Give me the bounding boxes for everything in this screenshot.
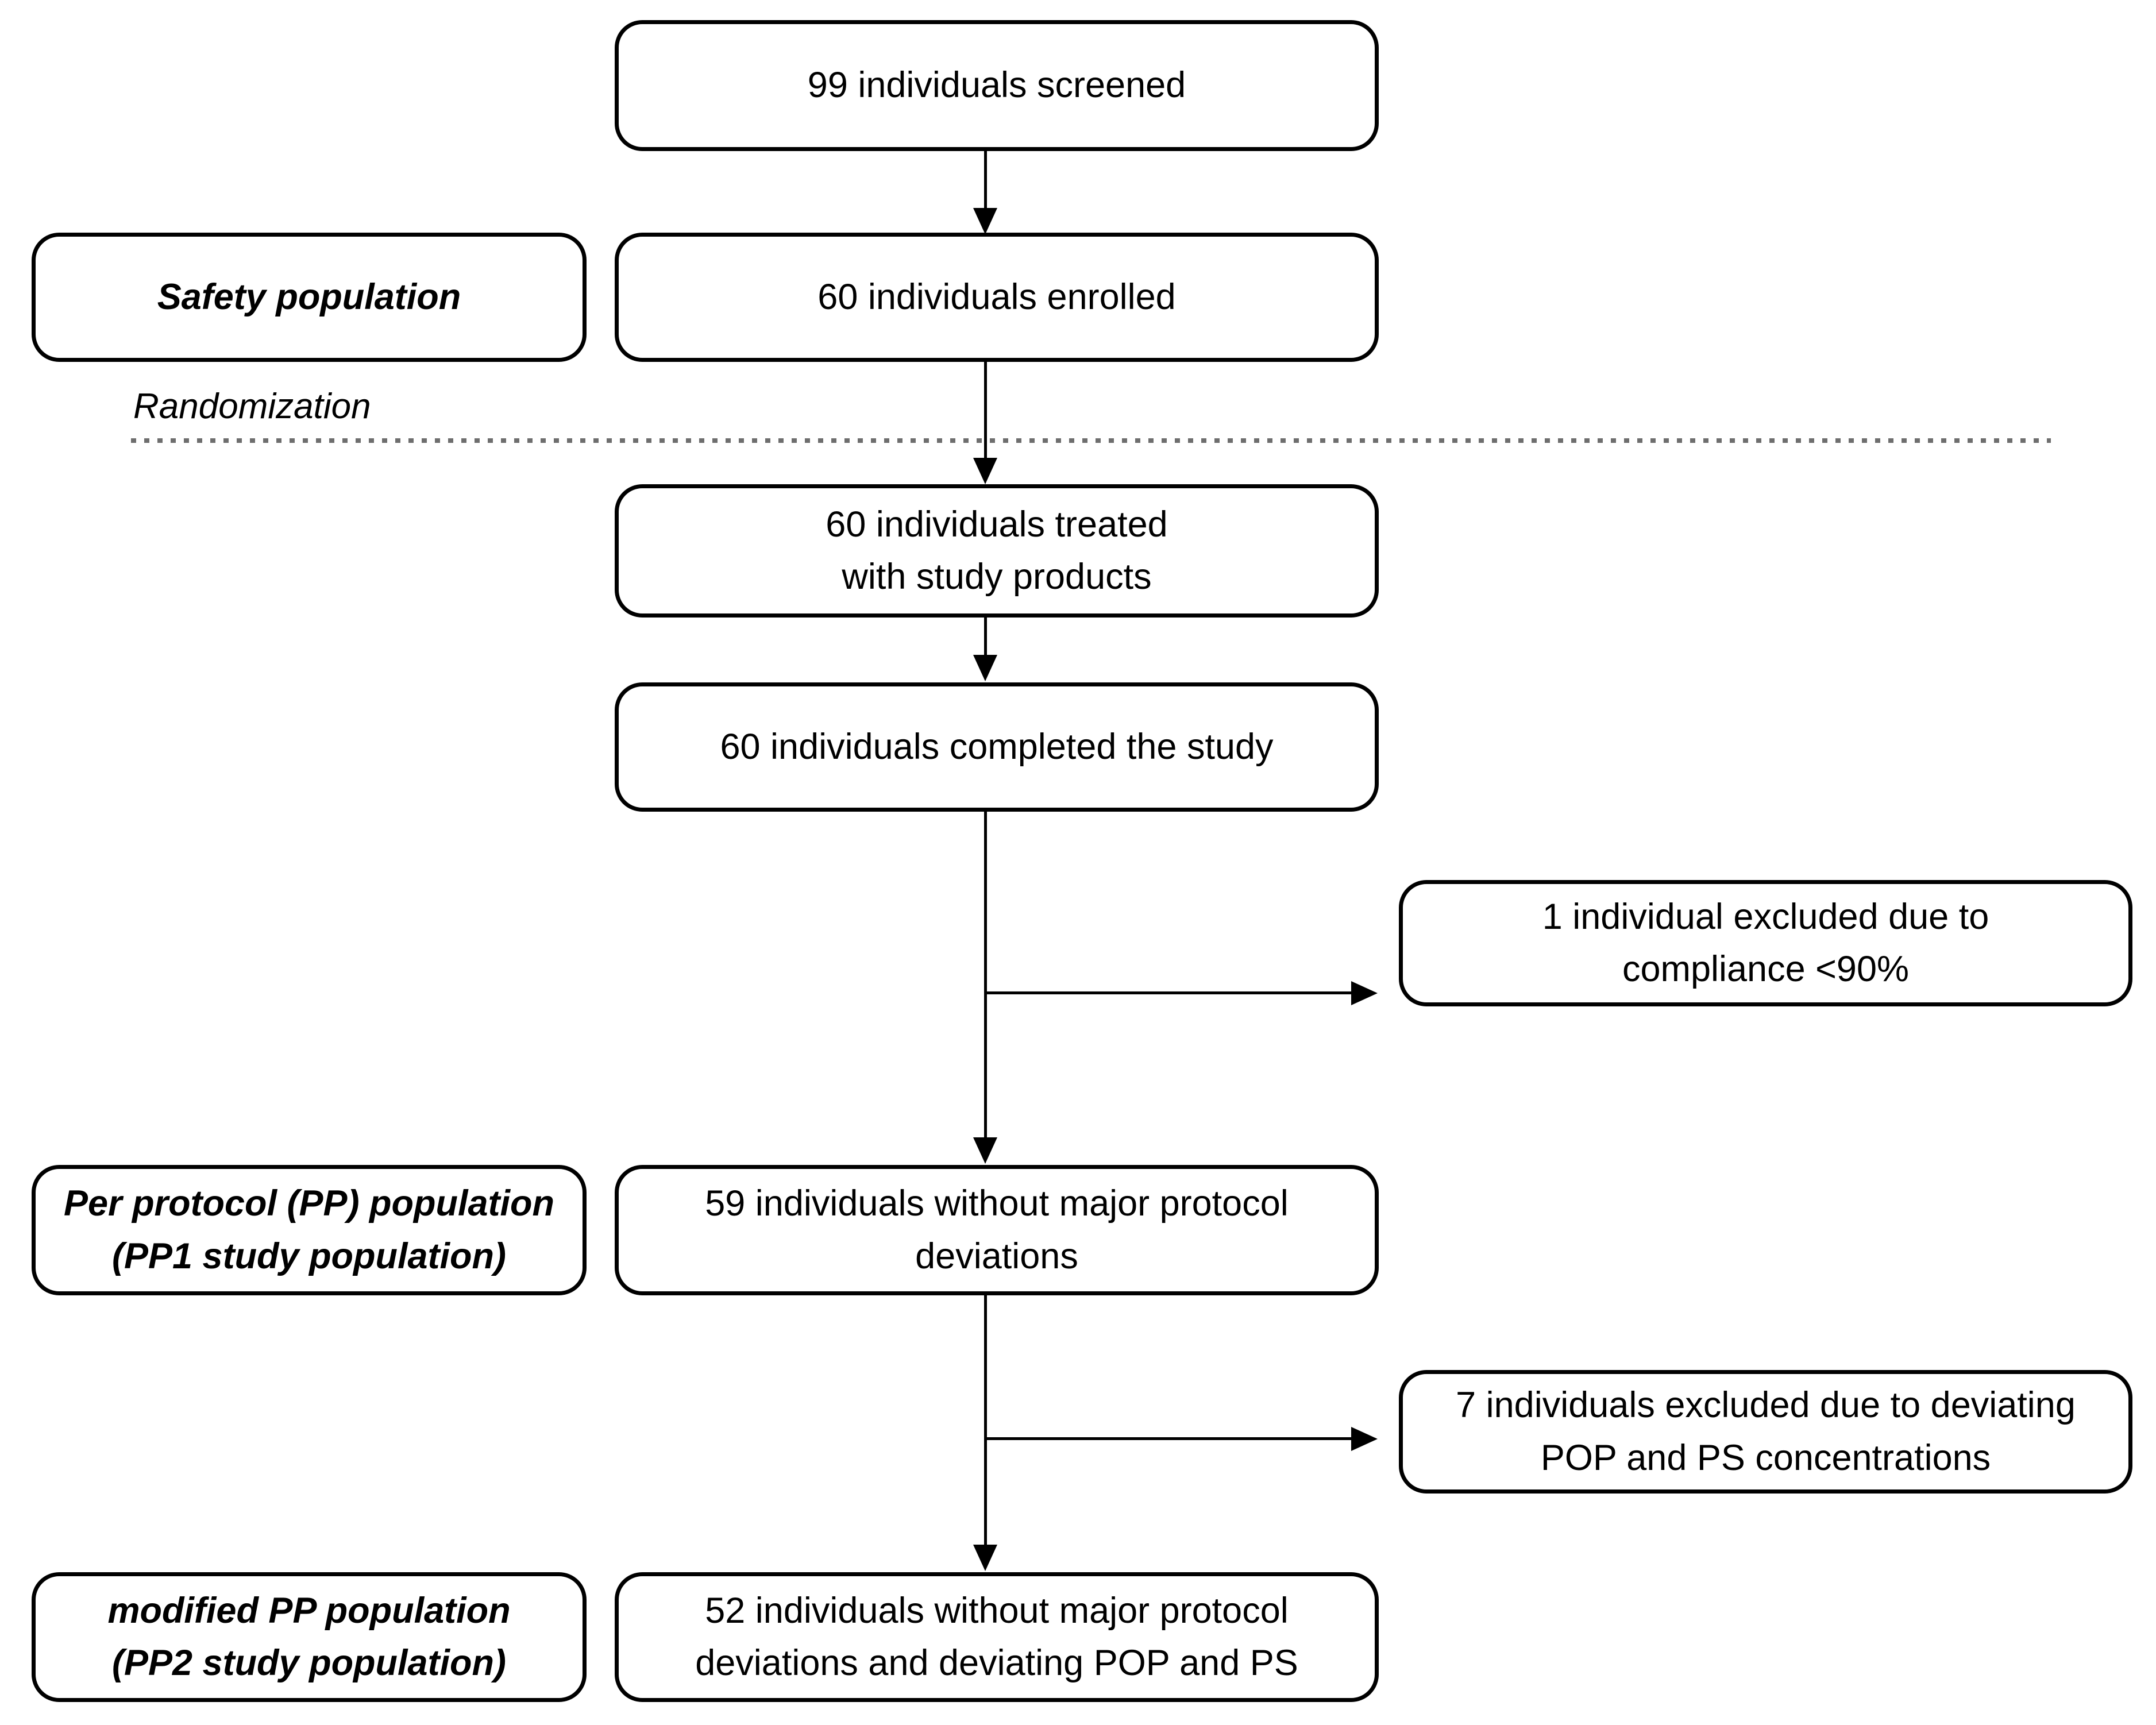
randomization-label: Randomization: [133, 386, 371, 427]
arrowhead-pp1-to-pp2: [973, 1545, 997, 1571]
box-screened-text: 99 individuals screened: [807, 65, 1186, 106]
arrowhead-screened-to-enrolled: [973, 208, 997, 234]
box-treated-text: 60 individuals treated with study produc…: [826, 504, 1168, 597]
box-enrolled: 60 individuals enrolled: [615, 233, 1379, 362]
box-excluded-pop-ps: 7 individuals excluded due to deviating …: [1399, 1370, 2132, 1494]
arrowhead-enrolled-to-treated: [973, 458, 997, 484]
arrowhead-to-exclusion-pop-ps: [1351, 1427, 1378, 1451]
box-excluded-compliance: 1 individual excluded due to compliance …: [1399, 880, 2132, 1006]
branch-line-to-exclusion-pop-ps: [984, 1437, 1354, 1440]
box-completed: 60 individuals completed the study: [615, 682, 1379, 812]
box-screened: 99 individuals screened: [615, 20, 1379, 151]
label-pp1-population: Per protocol (PP) population (PP1 study …: [32, 1165, 587, 1295]
randomization-label-text: Randomization: [133, 387, 371, 426]
label-pp2-population-text: modified PP population (PP2 study popula…: [107, 1590, 511, 1683]
box-treated: 60 individuals treated with study produc…: [615, 484, 1379, 618]
box-completed-text: 60 individuals completed the study: [720, 726, 1274, 767]
branch-line-to-exclusion-compliance: [984, 991, 1354, 994]
label-pp1-population-text: Per protocol (PP) population (PP1 study …: [64, 1183, 554, 1276]
randomization-divider-line: [131, 438, 2051, 443]
box-pp1: 59 individuals without major protocol de…: [615, 1165, 1379, 1295]
arrowhead-completed-to-pp1: [973, 1137, 997, 1164]
label-pp2-population: modified PP population (PP2 study popula…: [32, 1572, 587, 1702]
arrowhead-treated-to-completed: [973, 655, 997, 681]
arrow-line-pp1-to-pp2: [984, 1295, 987, 1546]
arrow-line-completed-to-pp1: [984, 812, 987, 1139]
arrowhead-to-exclusion-compliance: [1351, 981, 1378, 1005]
box-pp1-text: 59 individuals without major protocol de…: [705, 1183, 1289, 1276]
box-pp2-text: 52 individuals without major protocol de…: [695, 1590, 1298, 1683]
arrow-line-treated-to-completed: [984, 618, 987, 656]
box-excluded-pop-ps-text: 7 individuals excluded due to deviating …: [1456, 1385, 2076, 1478]
arrow-line-enrolled-to-treated: [984, 362, 987, 460]
box-pp2: 52 individuals without major protocol de…: [615, 1572, 1379, 1702]
box-enrolled-text: 60 individuals enrolled: [817, 276, 1176, 317]
label-safety-population-text: Safety population: [157, 276, 461, 317]
box-excluded-compliance-text: 1 individual excluded due to compliance …: [1542, 896, 1989, 989]
arrow-line-screened-to-enrolled: [984, 151, 987, 210]
label-safety-population: Safety population: [32, 233, 587, 362]
